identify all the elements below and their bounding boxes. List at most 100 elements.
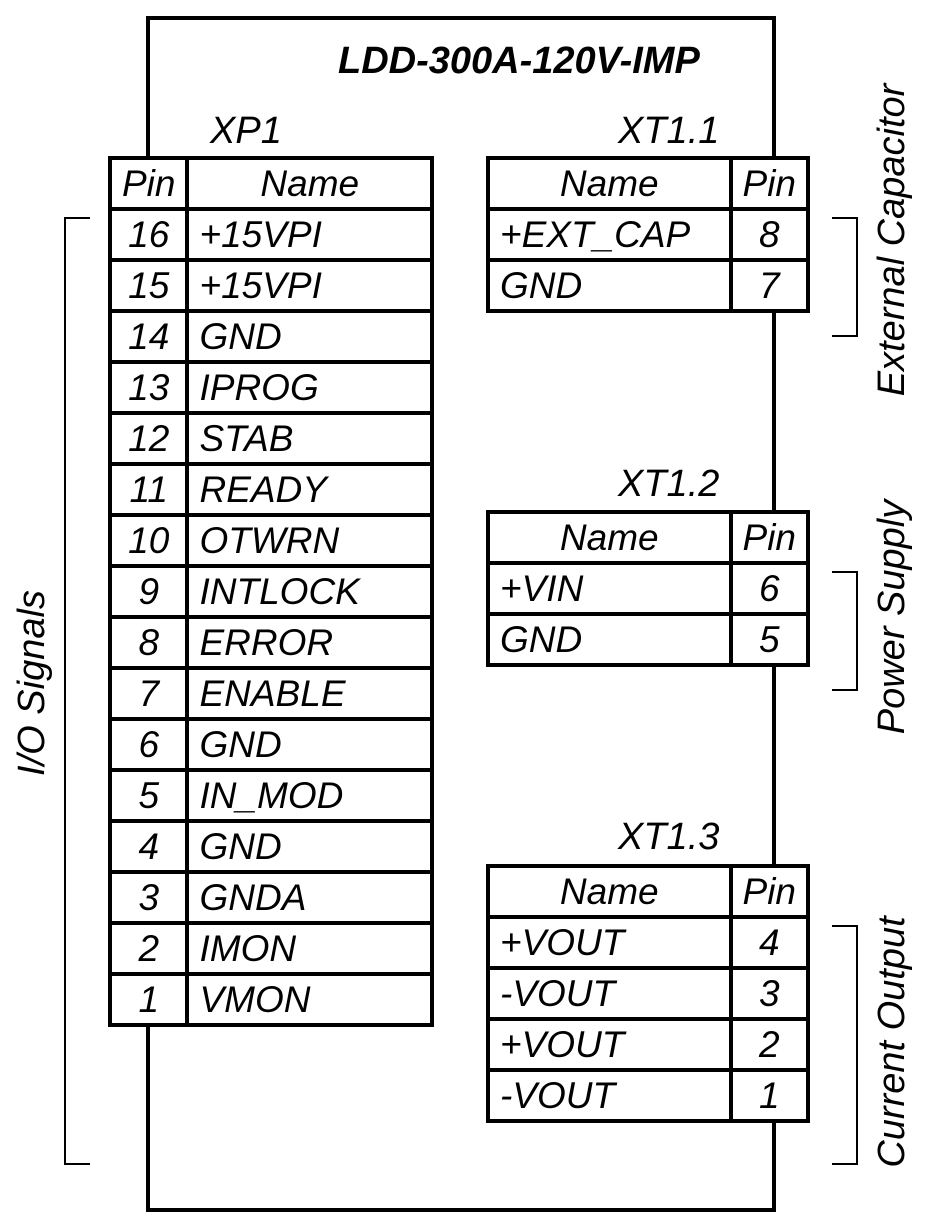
pin-number: 5 [107, 768, 190, 823]
signal-name: IN_MOD [185, 768, 434, 823]
power-supply-bracket [832, 571, 858, 691]
signal-name: VMON [185, 972, 434, 1027]
signal-name: GND [185, 819, 434, 874]
pin-number: 11 [107, 462, 190, 517]
pin-number: 2 [107, 921, 190, 976]
signal-name: GND [486, 258, 733, 313]
pin-number: 4 [107, 819, 190, 874]
header-pin: Pin [728, 864, 811, 919]
header-pin: Pin [107, 156, 190, 211]
pin-number: 12 [107, 411, 190, 466]
xt12-label: XT1.2 [618, 463, 720, 505]
signal-name: IMON [185, 921, 434, 976]
xt11-label: XT1.1 [618, 110, 720, 152]
pin-number: 2 [728, 1017, 811, 1072]
signal-name: GND [185, 309, 434, 364]
table-header-row: Name Pin [486, 156, 811, 211]
header-name: Name [486, 156, 733, 211]
signal-name: GND [486, 612, 733, 667]
signal-name: ENABLE [185, 666, 434, 721]
pin-number: 3 [728, 966, 811, 1021]
pin-number: 14 [107, 309, 190, 364]
external-capacitor-bracket [832, 217, 858, 337]
pin-number: 3 [107, 870, 190, 925]
power-supply-label: Power Supply [871, 499, 913, 735]
signal-name: INTLOCK [185, 564, 434, 619]
pin-number: 1 [728, 1068, 811, 1123]
io-signals-label: I/O Signals [11, 590, 53, 776]
pin-number: 15 [107, 258, 190, 313]
signal-name: +VOUT [486, 1017, 733, 1072]
header-name: Name [486, 510, 733, 565]
signal-name: +VOUT [486, 915, 733, 970]
table-row: 15+15VPI [107, 258, 434, 313]
signal-name: +15VPI [185, 207, 434, 262]
xt13-label: XT1.3 [618, 816, 720, 858]
module-title: LDD-300A-120V-IMP [338, 40, 700, 82]
pin-number: 9 [107, 564, 190, 619]
signal-name: GND [185, 717, 434, 772]
table-row: 16+15VPI [107, 207, 434, 262]
table-header-row: Pin Name [107, 156, 434, 211]
pin-number: 7 [107, 666, 190, 721]
io-signals-bracket [64, 217, 90, 1165]
pin-number: 7 [728, 258, 811, 313]
header-pin: Pin [728, 510, 811, 565]
pin-number: 5 [728, 612, 811, 667]
signal-name: -VOUT [486, 966, 733, 1021]
signal-name: +EXT_CAP [486, 207, 733, 262]
signal-name: READY [185, 462, 434, 517]
pin-number: 8 [728, 207, 811, 262]
current-output-label: Current Output [871, 916, 913, 1168]
signal-name: OTWRN [185, 513, 434, 568]
pin-number: 8 [107, 615, 190, 670]
signal-name: IPROG [185, 360, 434, 415]
pin-number: 4 [728, 915, 811, 970]
signal-name: GNDA [185, 870, 434, 925]
signal-name: ERROR [185, 615, 434, 670]
pin-number: 10 [107, 513, 190, 568]
header-name: Name [486, 864, 733, 919]
table-header-row: Name Pin [486, 864, 811, 919]
signal-name: +15VPI [185, 258, 434, 313]
signal-name: +VIN [486, 561, 733, 616]
signal-name: STAB [185, 411, 434, 466]
header-pin: Pin [728, 156, 811, 211]
pin-number: 6 [728, 561, 811, 616]
xp1-label: XP1 [210, 110, 282, 152]
pin-number: 16 [107, 207, 190, 262]
pin-number: 13 [107, 360, 190, 415]
signal-name: -VOUT [486, 1068, 733, 1123]
current-output-bracket [832, 925, 858, 1165]
external-capacitor-label: External Capacitor [871, 83, 913, 397]
table-header-row: Name Pin [486, 510, 811, 565]
header-name: Name [185, 156, 434, 211]
pin-number: 6 [107, 717, 190, 772]
